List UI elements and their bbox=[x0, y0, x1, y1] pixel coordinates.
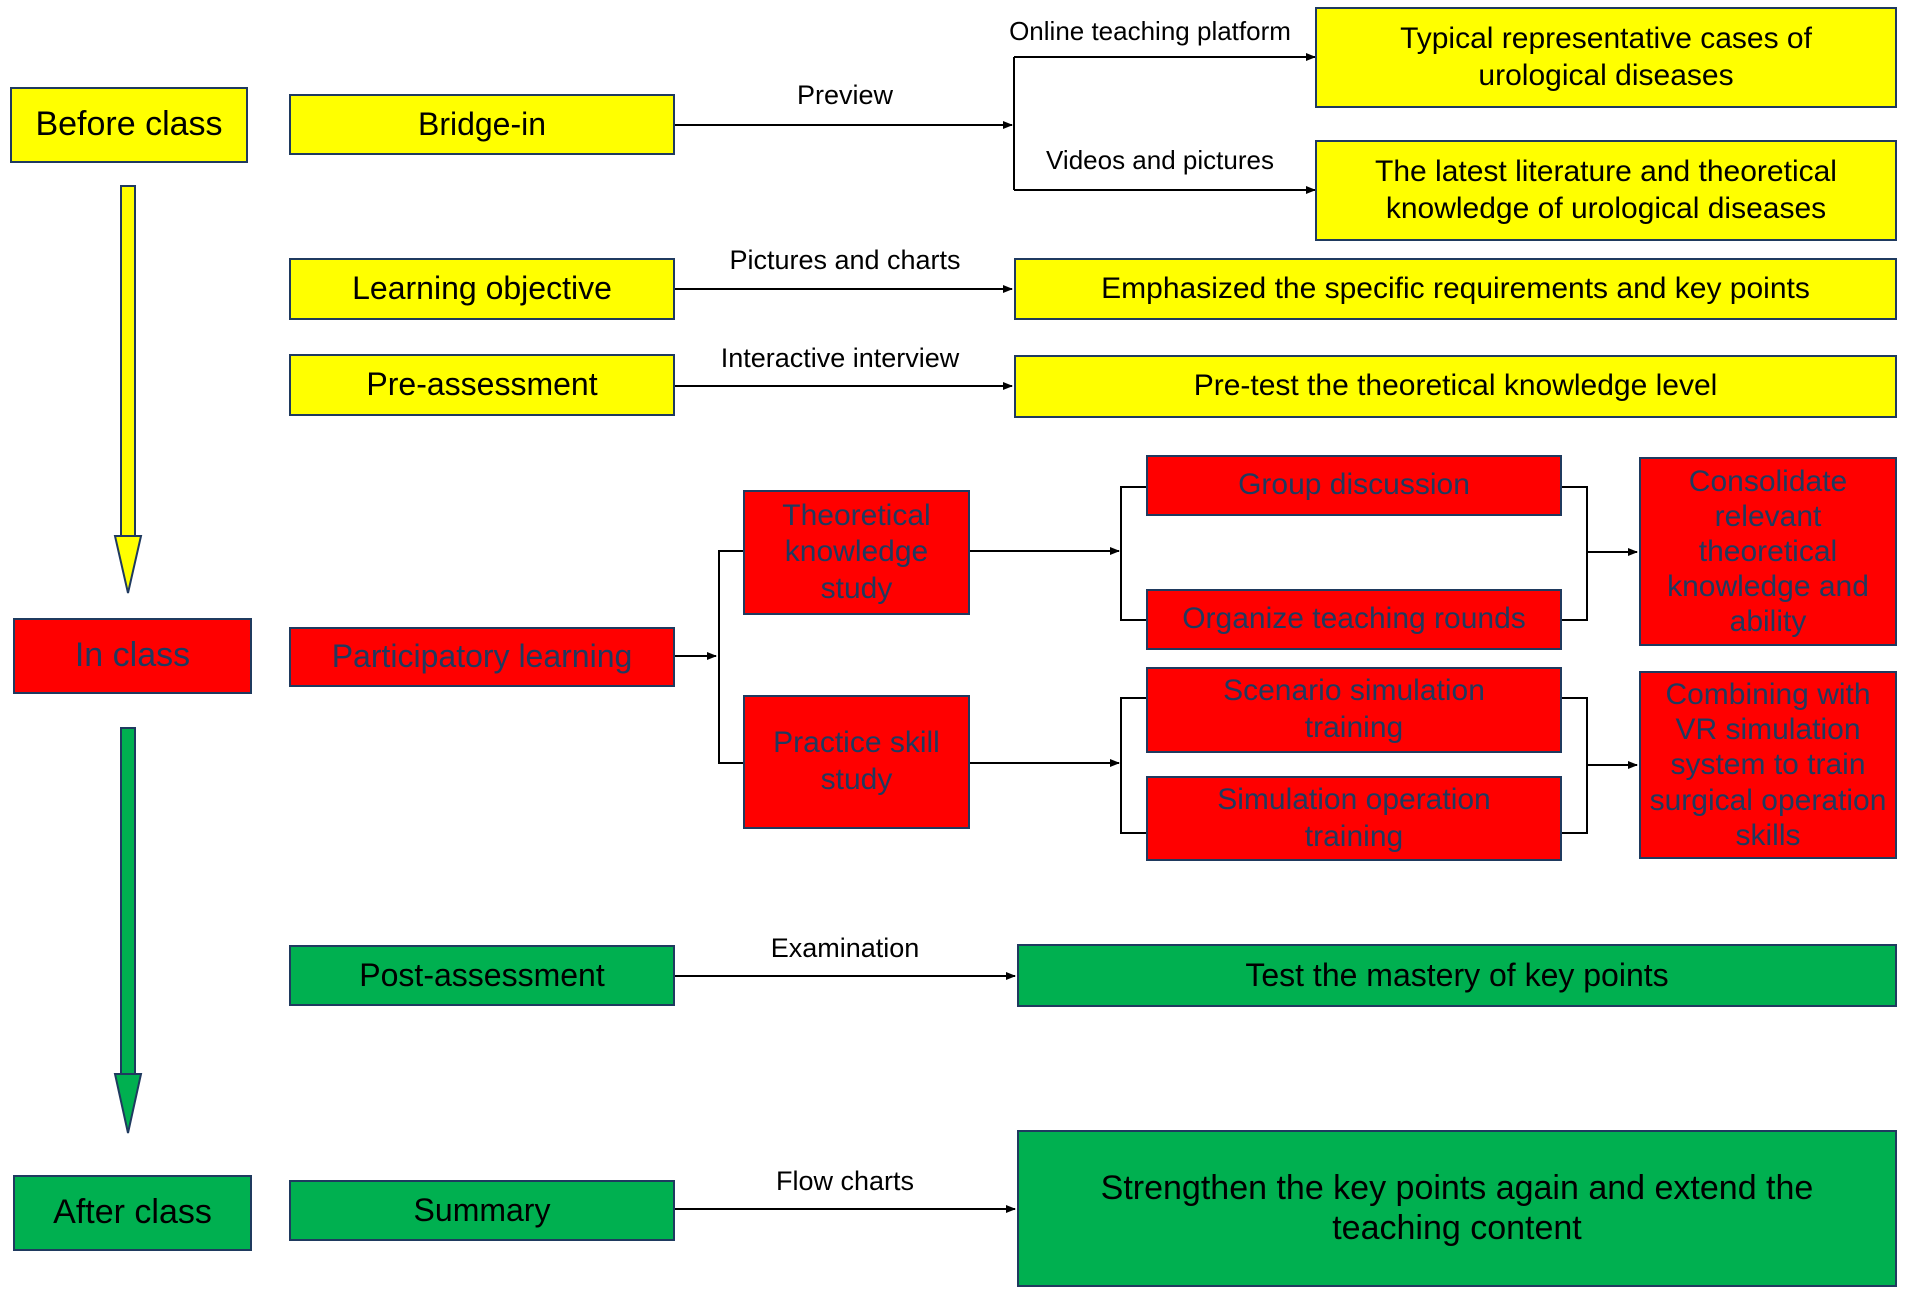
step-participatory-learning: Participatory learning bbox=[289, 627, 675, 687]
outcome-typical-cases: Typical representative cases of urologic… bbox=[1315, 7, 1897, 108]
practice-branch bbox=[1120, 697, 1146, 834]
in-class-scenario-simulation: Scenario simulation training bbox=[1146, 667, 1562, 753]
label-flow-charts: Flow charts bbox=[775, 1166, 915, 1196]
label-examination: Examination bbox=[770, 933, 920, 963]
theoretical-merge bbox=[1562, 486, 1588, 621]
in-class-vr-simulation: Combining with VR simulation system to t… bbox=[1639, 671, 1897, 859]
label-pictures-charts: Pictures and charts bbox=[729, 245, 961, 275]
step-bridge-in: Bridge-in bbox=[289, 94, 675, 155]
theoretical-branch bbox=[1120, 486, 1146, 621]
before-to-in-arrow bbox=[113, 185, 143, 594]
in-class-group-discussion: Group discussion bbox=[1146, 455, 1562, 516]
outcome-emphasized: Emphasized the specific requirements and… bbox=[1014, 258, 1897, 320]
practice-merge bbox=[1562, 697, 1588, 834]
in-class-consolidate: Consolidate relevant theoretical knowled… bbox=[1639, 457, 1897, 646]
label-online-platform: Online teaching platform bbox=[1009, 16, 1291, 46]
step-learning-objective: Learning objective bbox=[289, 258, 675, 320]
outcome-pretest: Pre-test the theoretical knowledge level bbox=[1014, 355, 1897, 418]
in-class-practice: Practice skill study bbox=[743, 695, 970, 829]
phase-before-class: Before class bbox=[10, 87, 248, 163]
label-videos-pictures: Videos and pictures bbox=[1046, 145, 1274, 175]
phase-after-class: After class bbox=[13, 1175, 252, 1251]
in-to-after-arrow bbox=[113, 727, 143, 1134]
phase-in-class: In class bbox=[13, 618, 252, 694]
step-summary: Summary bbox=[289, 1180, 675, 1241]
in-class-teaching-rounds: Organize teaching rounds bbox=[1146, 589, 1562, 650]
outcome-test-mastery: Test the mastery of key points bbox=[1017, 944, 1897, 1007]
outcome-strengthen: Strengthen the key points again and exte… bbox=[1017, 1130, 1897, 1287]
in-class-theoretical: Theoretical knowledge study bbox=[743, 490, 970, 615]
label-preview: Preview bbox=[796, 80, 894, 110]
step-pre-assessment: Pre-assessment bbox=[289, 354, 675, 416]
label-interactive-interview: Interactive interview bbox=[720, 343, 960, 373]
in-class-simulation-operation: Simulation operation training bbox=[1146, 776, 1562, 861]
participatory-branch bbox=[718, 550, 743, 764]
step-post-assessment: Post-assessment bbox=[289, 945, 675, 1006]
outcome-latest-literature: The latest literature and theoretical kn… bbox=[1315, 140, 1897, 241]
